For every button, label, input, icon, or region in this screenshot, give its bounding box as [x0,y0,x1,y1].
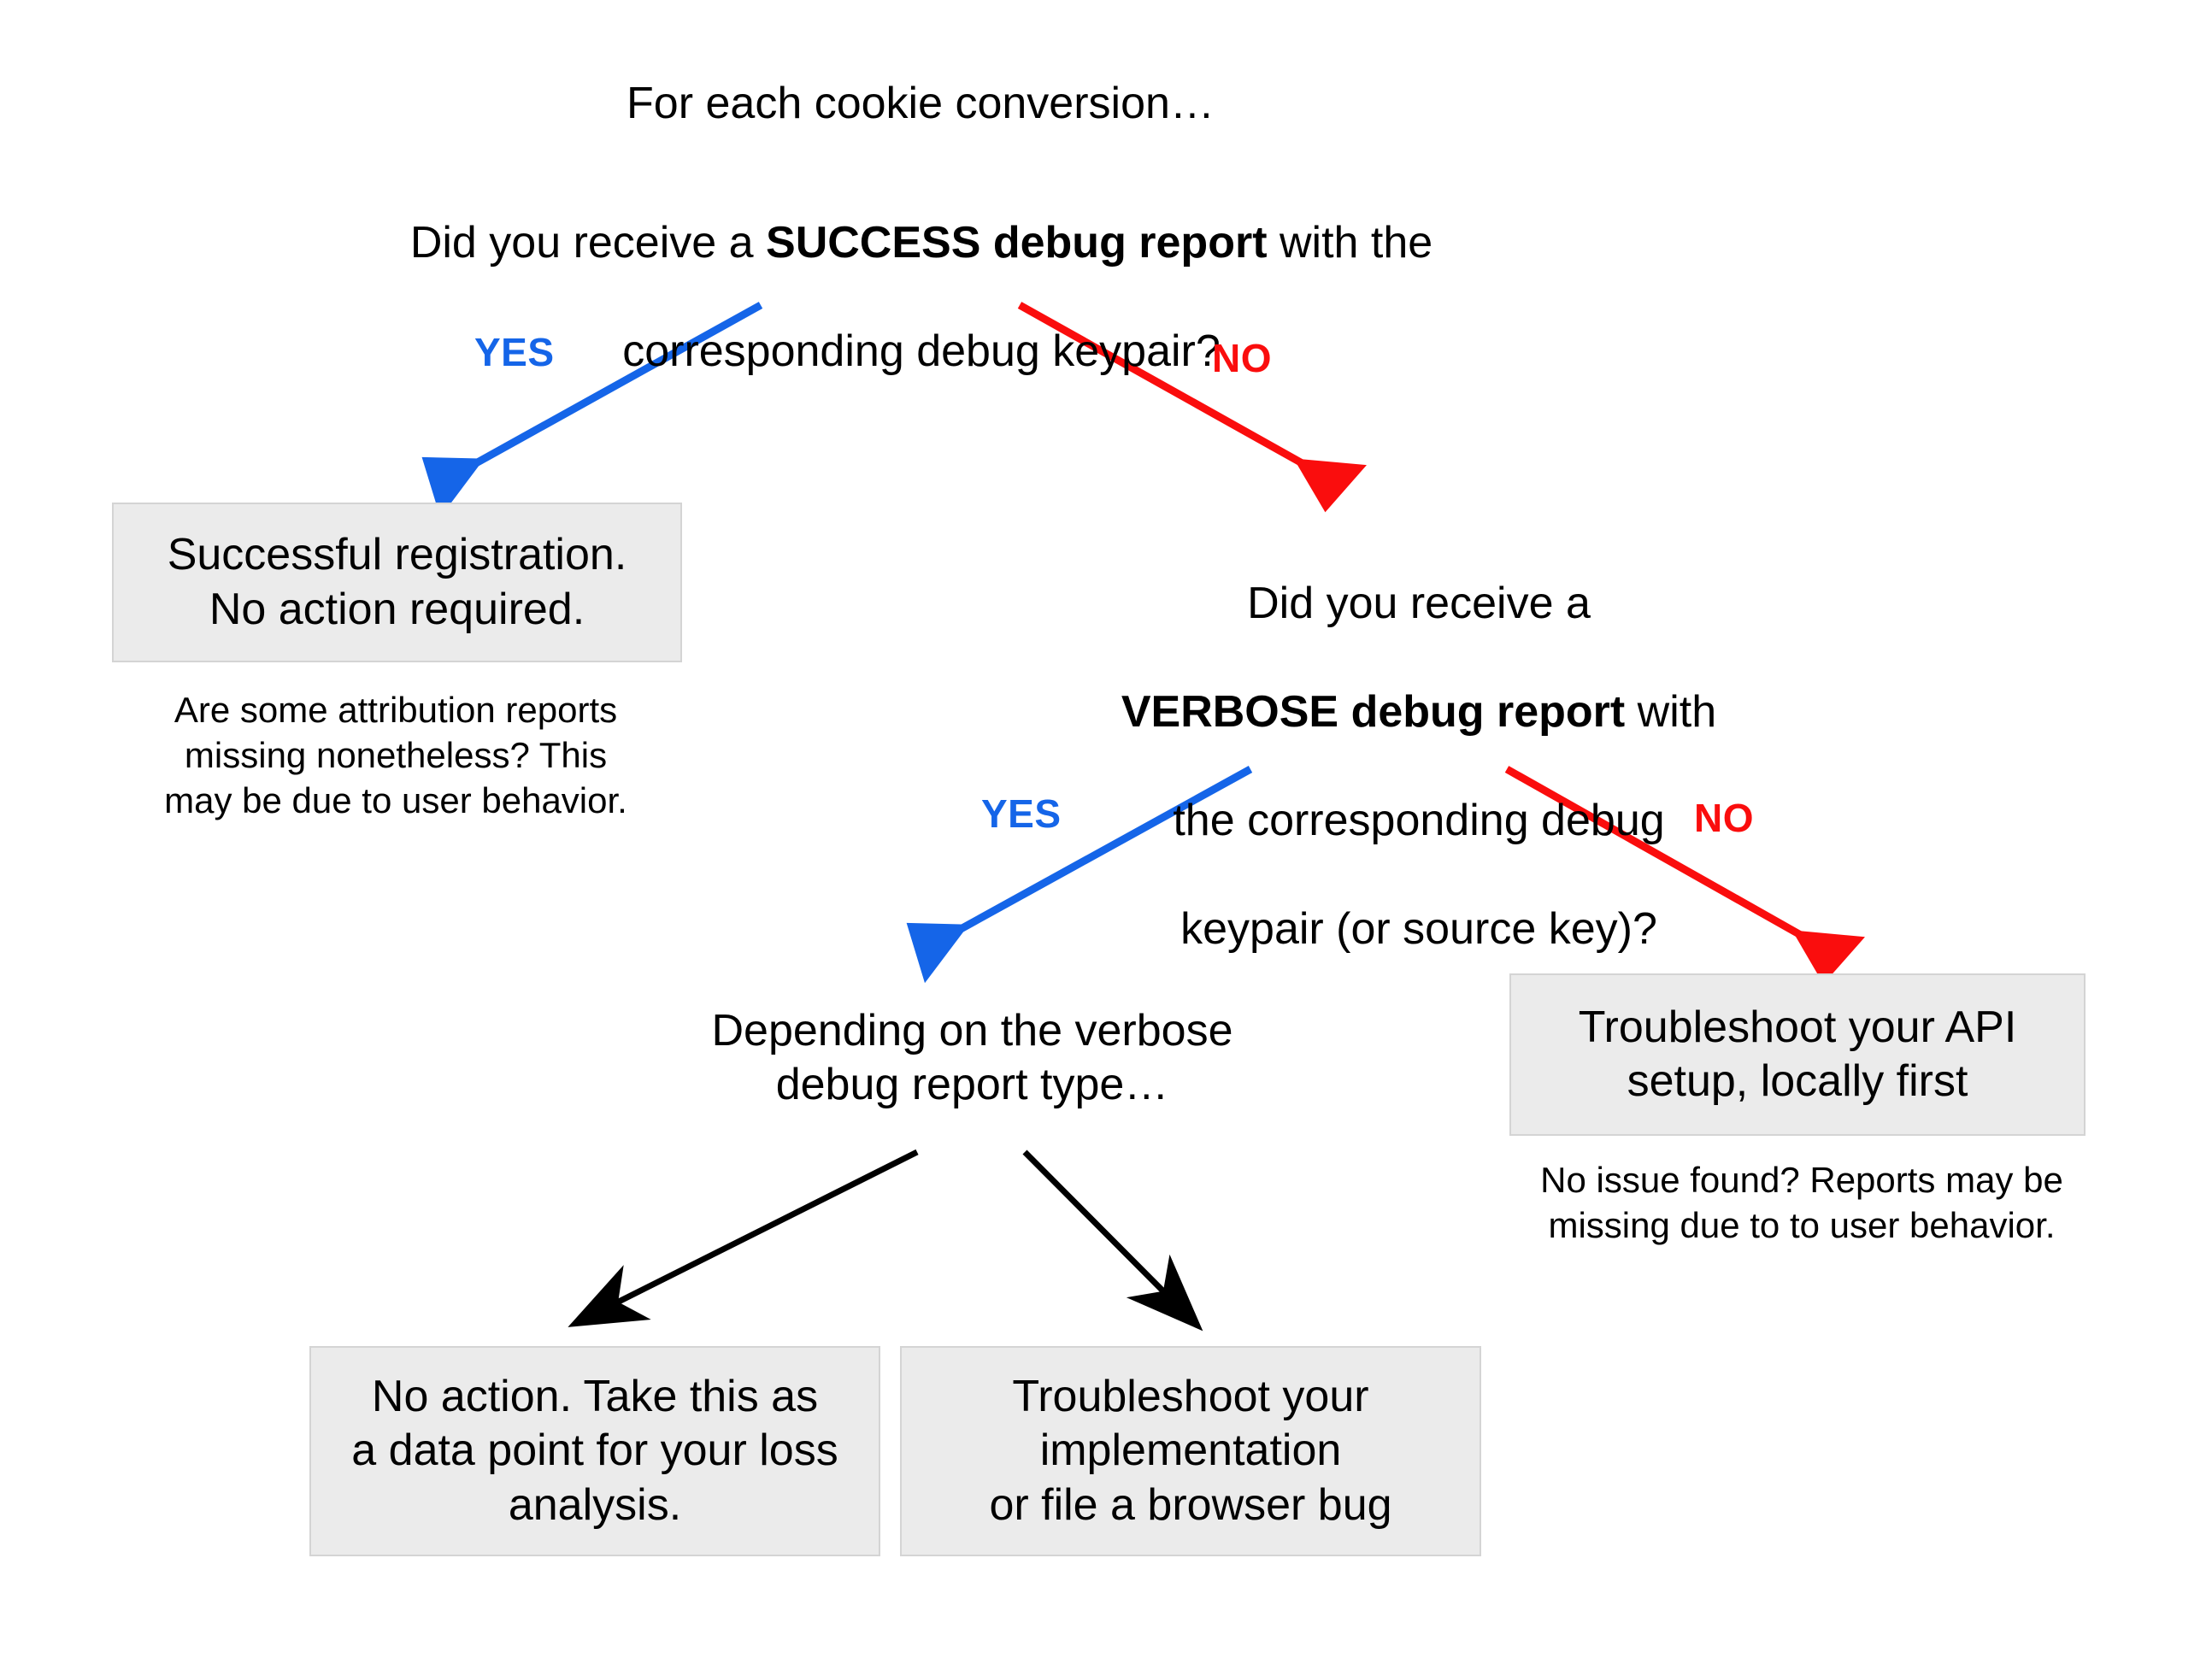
question-1-line-1-plain: Did you receive a [409,218,767,268]
note-successful-registration: Are some attribution reports missing non… [164,690,627,820]
question-2-line-2-tail: with [1625,687,1717,738]
edge-verbose-right [1022,1149,1203,1332]
edge-verbose-left [568,1149,919,1327]
edge-label-q2-no: NO [1694,796,1754,840]
question-2: Did you receive a VERBOSE debug report w… [991,523,1846,957]
box-troubleshoot-api-setup[interactable]: Troubleshoot your API setup, locally fir… [1509,973,2086,1136]
question-1: Did you receive a SUCCESS debug report w… [282,162,1561,379]
edge-label-q1-no: NO [1212,336,1272,380]
edge-label-q1-yes: YES [474,330,555,374]
question-1-line-1-tail: with the [1267,218,1433,268]
question-2-line-3: the corresponding debug [1173,796,1665,846]
box-successful-registration[interactable]: Successful registration. No action requi… [112,503,682,662]
intro-text: For each cookie conversion… [627,79,1215,128]
note-api-setup: No issue found? Reports may be missing d… [1540,1160,2063,1245]
question-2-line-4: keypair (or source key)? [1180,904,1657,955]
question-1-line-1-bold: SUCCESS debug report [766,218,1268,268]
question-1-line-2: corresponding debug keypair? [622,326,1221,377]
box-troubleshoot-implementation[interactable]: Troubleshoot your implementation or file… [900,1346,1481,1556]
prompt-verbose-report-type: Depending on the verbose debug report ty… [711,1006,1233,1110]
box-no-action-loss-analysis[interactable]: No action. Take this as a data point for… [309,1346,880,1556]
edge-label-q2-yes: YES [981,791,1062,836]
question-2-line-1: Did you receive a [1247,579,1591,629]
question-2-line-2-bold: VERBOSE debug report [1121,687,1626,738]
